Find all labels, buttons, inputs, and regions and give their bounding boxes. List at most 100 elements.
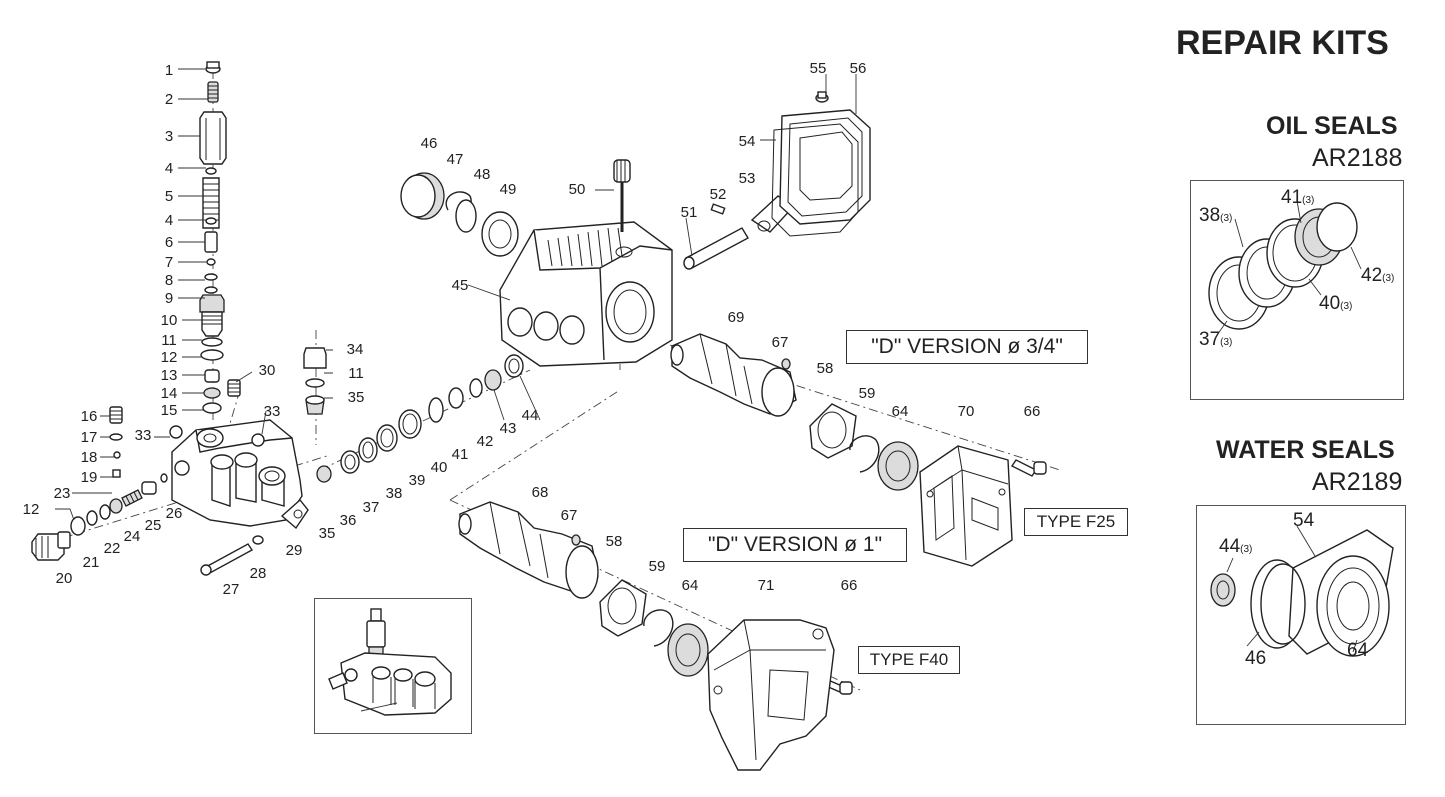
callout-13: 13 <box>161 367 178 384</box>
callout-50: 50 <box>569 181 586 198</box>
callout-48: 48 <box>474 166 491 183</box>
inlet-fittings <box>31 379 265 576</box>
assembled-manifold-drawing <box>328 608 452 716</box>
kit-callout-42: 42(3) <box>1361 265 1394 286</box>
callout-16: 16 <box>81 408 98 425</box>
callout-33: 33 <box>264 403 281 420</box>
callout-35: 35 <box>319 525 336 542</box>
callout-1: 1 <box>165 62 173 79</box>
callout-21: 21 <box>83 554 100 571</box>
callout-2: 2 <box>165 91 173 108</box>
callout-19: 19 <box>81 469 98 486</box>
callout-14: 14 <box>161 385 178 402</box>
callout-29: 29 <box>286 542 303 559</box>
callout-6: 6 <box>165 234 173 251</box>
callout-4: 4 <box>165 212 173 229</box>
crankcase <box>499 221 673 367</box>
unloader-valve-stack <box>199 61 227 414</box>
kit-callout-qty: (3) <box>1220 213 1232 224</box>
callout-20: 20 <box>56 570 73 587</box>
plug-group <box>303 347 327 415</box>
callout-41: 41 <box>452 446 469 463</box>
kit-callout-41: 41(3) <box>1281 187 1314 208</box>
callout-67: 67 <box>772 334 789 351</box>
callout-59: 59 <box>649 558 666 575</box>
callout-5: 5 <box>165 188 173 205</box>
callout-66: 66 <box>841 577 858 594</box>
callout-24: 24 <box>124 528 141 545</box>
callout-36: 36 <box>340 512 357 529</box>
leader-lines <box>55 68 857 521</box>
kit-callout-44: 44(3) <box>1219 536 1252 557</box>
callout-12: 12 <box>23 501 40 518</box>
bearing-seal-group-34 <box>809 403 919 491</box>
water-seals-heading: WATER SEALS <box>1216 436 1395 464</box>
water-seals-code: AR2189 <box>1312 468 1403 496</box>
assembled-manifold-inset <box>314 598 472 734</box>
oil-seals-kit-panel: 38(3)41(3)42(3)40(3)37(3) <box>1190 180 1404 400</box>
connecting-rod <box>683 195 796 270</box>
crankshaft-1 <box>458 501 599 599</box>
callout-46: 46 <box>421 135 438 152</box>
callout-15: 15 <box>161 402 178 419</box>
callout-18: 18 <box>81 449 98 466</box>
kit-callout-qty: (3) <box>1240 544 1252 555</box>
callout-54: 54 <box>739 133 756 150</box>
flange-f40 <box>707 619 835 771</box>
callout-39: 39 <box>409 472 426 489</box>
kit-callout-qty: (3) <box>1302 195 1314 206</box>
bearing-seal-group-1 <box>599 579 709 677</box>
callout-37: 37 <box>363 499 380 516</box>
callout-4: 4 <box>165 160 173 177</box>
centre-lines <box>39 70 1061 691</box>
oil-seals-kit-drawing: 38(3)41(3)42(3)40(3)37(3) <box>1199 187 1394 350</box>
valve-seal-series <box>316 354 524 483</box>
callout-11: 11 <box>348 365 364 382</box>
callout-34: 34 <box>347 341 364 358</box>
callout-38: 38 <box>386 485 403 502</box>
version-1-label: "D" VERSION ø 1" <box>683 528 907 562</box>
repair-kits-heading: REPAIR KITS <box>1176 24 1389 62</box>
kit-callout-64: 64 <box>1347 640 1369 661</box>
callout-35: 35 <box>348 389 365 406</box>
callout-49: 49 <box>500 181 517 198</box>
callout-7: 7 <box>165 254 173 271</box>
callout-64: 64 <box>682 577 699 594</box>
callout-25: 25 <box>145 517 162 534</box>
kit-callout-38: 38(3) <box>1199 205 1232 226</box>
callout-55: 55 <box>810 60 827 77</box>
callout-30: 30 <box>259 362 276 379</box>
type-f40-label: TYPE F40 <box>858 646 960 674</box>
callout-58: 58 <box>606 533 623 550</box>
callout-53: 53 <box>739 170 756 187</box>
callout-66: 66 <box>1024 403 1041 420</box>
kit-callout-qty: (3) <box>1382 273 1394 284</box>
callout-22: 22 <box>104 540 121 557</box>
callout-27: 27 <box>223 581 240 598</box>
type-f25-label: TYPE F25 <box>1024 508 1128 536</box>
callout-70: 70 <box>958 403 975 420</box>
kit-callout-37: 37(3) <box>1199 329 1232 350</box>
callout-71: 71 <box>758 577 775 594</box>
callout-47: 47 <box>447 151 464 168</box>
oil-seals-code: AR2188 <box>1312 144 1403 172</box>
callout-67: 67 <box>561 507 578 524</box>
callout-69: 69 <box>728 309 745 326</box>
callout-51: 51 <box>681 204 698 221</box>
callout-28: 28 <box>250 565 267 582</box>
flange-f25 <box>919 445 1013 567</box>
callout-11: 11 <box>161 332 177 349</box>
callout-33: 33 <box>135 427 152 444</box>
callout-43: 43 <box>500 420 517 437</box>
oil-dipstick <box>613 159 631 232</box>
manifold-head <box>171 419 309 530</box>
callout-52: 52 <box>710 186 727 203</box>
version-34-label: "D" VERSION ø 3/4" <box>846 330 1088 364</box>
callout-12: 12 <box>161 349 178 366</box>
crankcase-cover-parts <box>400 172 519 257</box>
rear-cover <box>771 91 871 237</box>
callout-44: 44 <box>522 407 539 424</box>
